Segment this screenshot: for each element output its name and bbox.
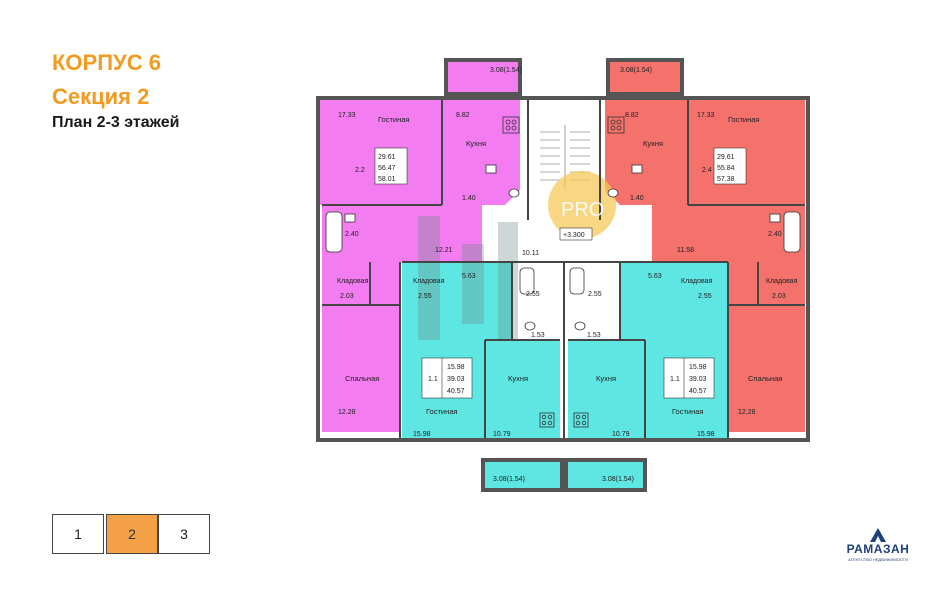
svg-text:2.55: 2.55 [526, 291, 540, 298]
svg-text:17.33: 17.33 [338, 112, 356, 119]
svg-text:Гостиная: Гостиная [426, 407, 457, 416]
svg-text:40.57: 40.57 [447, 388, 465, 395]
svg-text:2.03: 2.03 [772, 293, 786, 300]
svg-text:2.55: 2.55 [418, 293, 432, 300]
svg-text:11.58: 11.58 [677, 247, 694, 254]
apartment-left-2room[interactable] [320, 62, 520, 432]
common-labels: +3.300 10.11 PRO [522, 199, 604, 257]
sink-icon [344, 164, 781, 223]
svg-text:15.98: 15.98 [447, 364, 465, 371]
svg-text:2.55: 2.55 [588, 291, 602, 298]
svg-text:3.08(1.54): 3.08(1.54) [493, 476, 525, 483]
svg-text:1.40: 1.40 [462, 195, 476, 202]
section-3-button[interactable]: 3 [158, 514, 210, 554]
svg-text:Гостиная: Гостиная [378, 115, 409, 124]
bathtub-icon [325, 211, 801, 295]
svg-text:12.21: 12.21 [435, 247, 453, 254]
apt-right-2-labels: 3.08(1.54) 17.33 Гостиная 8.82 Кухня 2.4… [620, 67, 798, 416]
pro-watermark-text: PRO [561, 199, 604, 221]
svg-text:5.63: 5.63 [462, 273, 476, 280]
stair-area: 10.11 [522, 250, 539, 257]
svg-text:15.98: 15.98 [689, 364, 707, 371]
svg-text:Кухня: Кухня [596, 374, 616, 383]
svg-text:Кладовая: Кладовая [766, 278, 798, 285]
ramazan-logo: РАМАЗАН АГЕНТСТВО НЕДВИЖИМОСТИ [838, 528, 918, 572]
svg-text:1.1: 1.1 [428, 376, 438, 383]
svg-text:2.2: 2.2 [355, 167, 365, 174]
level-mark: +3.300 [563, 232, 585, 239]
section-1-button[interactable]: 1 [52, 514, 104, 554]
svg-text:2.03: 2.03 [340, 293, 354, 300]
svg-text:3.08(1.54): 3.08(1.54) [602, 476, 634, 483]
svg-text:56.47: 56.47 [378, 165, 396, 172]
apartment-right-2room[interactable] [605, 62, 805, 432]
svg-text:Кладовая: Кладовая [413, 278, 445, 285]
svg-text:2.55: 2.55 [698, 293, 712, 300]
logo-roof-icon [870, 528, 886, 542]
svg-text:Кухня: Кухня [466, 139, 486, 148]
svg-text:8.82: 8.82 [456, 112, 470, 119]
svg-text:2.4: 2.4 [702, 167, 712, 174]
svg-text:29.61: 29.61 [378, 154, 396, 161]
svg-text:Кладовая: Кладовая [681, 278, 713, 285]
svg-text:Кухня: Кухня [643, 139, 663, 148]
svg-text:12.28: 12.28 [738, 409, 756, 416]
svg-text:10.79: 10.79 [493, 431, 511, 438]
svg-text:10.79: 10.79 [612, 431, 630, 438]
svg-text:Гостиная: Гостиная [728, 115, 759, 124]
svg-text:55.84: 55.84 [717, 165, 735, 172]
section-selector: 1 2 3 [52, 514, 212, 558]
svg-text:3.08(1.54): 3.08(1.54) [490, 67, 522, 74]
stove-icon [607, 116, 625, 134]
svg-text:5.63: 5.63 [648, 273, 662, 280]
stove-icon [502, 116, 520, 134]
apt-left-1-labels: Кладовая 2.55 5.63 2.55 1.53 1.1 15.98 3… [413, 273, 545, 483]
toilet-icon [508, 188, 619, 331]
section-title: Секция 2 [52, 84, 150, 109]
interior-walls [322, 100, 805, 440]
svg-text:Гостиная: Гостиная [672, 407, 703, 416]
logo-name: РАМАЗАН [846, 542, 910, 556]
stove-icon [539, 412, 555, 428]
svg-text:8.82: 8.82 [625, 112, 639, 119]
stove-icon [573, 412, 589, 428]
svg-text:39.03: 39.03 [447, 376, 465, 383]
svg-text:1.53: 1.53 [587, 332, 601, 339]
building-title: КОРПУС 6 [52, 50, 161, 75]
apt-right-1-labels: Кладовая 2.55 5.63 2.55 1.53 1.1 15.98 3… [587, 273, 715, 483]
exterior-walls [316, 58, 810, 492]
svg-text:15.98: 15.98 [697, 431, 715, 438]
svg-text:17.33: 17.33 [697, 112, 715, 119]
svg-text:Кухня: Кухня [508, 374, 528, 383]
svg-text:39.03: 39.03 [689, 376, 707, 383]
svg-text:58.01: 58.01 [378, 176, 396, 183]
svg-text:15.98: 15.98 [413, 431, 431, 438]
section-2-button[interactable]: 2 [106, 514, 158, 554]
svg-text:2.40: 2.40 [768, 231, 782, 238]
svg-text:1.40: 1.40 [630, 195, 644, 202]
svg-text:3.08(1.54): 3.08(1.54) [620, 67, 652, 74]
svg-text:2.40: 2.40 [345, 231, 359, 238]
svg-text:57.38: 57.38 [717, 176, 735, 183]
svg-text:1.1: 1.1 [670, 376, 680, 383]
floor-plan-title: План 2-3 этажей [52, 114, 180, 131]
apt-left-2-labels: 3.08(1.54) 17.33 Гостиная 8.82 Кухня 2.2… [337, 67, 522, 416]
logo-tagline: АГЕНТСТВО НЕДВИЖИМОСТИ [848, 557, 908, 562]
svg-text:29.61: 29.61 [717, 154, 735, 161]
svg-text:Спальная: Спальная [345, 374, 379, 383]
svg-text:1.53: 1.53 [531, 332, 545, 339]
svg-text:Спальная: Спальная [748, 374, 782, 383]
svg-text:12.28: 12.28 [338, 409, 356, 416]
svg-text:40.57: 40.57 [689, 388, 707, 395]
svg-text:Кладовая: Кладовая [337, 278, 369, 285]
